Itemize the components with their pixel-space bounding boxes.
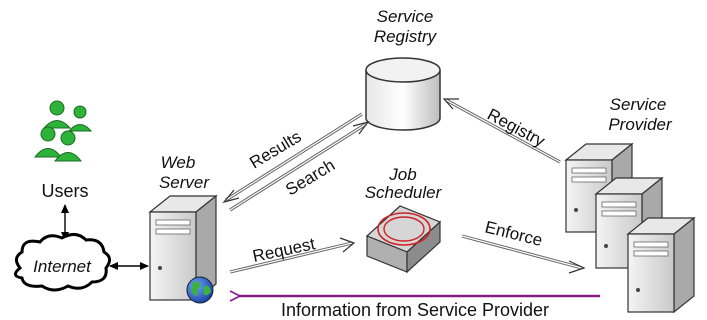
registry-arrow	[442, 98, 561, 164]
cloud-icon	[14, 233, 111, 292]
svg-text:Service: Service	[610, 95, 667, 114]
globe-icon	[186, 276, 214, 304]
results-arrow	[222, 112, 363, 204]
scheduler-icon	[365, 205, 442, 274]
internet-label: Internet	[33, 257, 92, 276]
info-label: Information from Service Provider	[281, 300, 549, 320]
registry-edge-label: Registry	[484, 105, 548, 151]
search-label: Search	[282, 155, 338, 199]
request-arrow	[229, 237, 356, 274]
database-icon	[365, 57, 441, 131]
enforce-arrow	[461, 234, 586, 274]
svg-text:Web: Web	[161, 153, 196, 172]
users-icon	[33, 100, 93, 162]
service-registry-label: Service Registry	[374, 7, 438, 46]
web-server-label: Web Server	[159, 153, 210, 192]
job-scheduler-label: Job Scheduler	[365, 165, 443, 202]
svg-text:Service: Service	[377, 7, 434, 26]
users-label: Users	[41, 181, 88, 201]
svg-text:Provider: Provider	[608, 115, 673, 134]
svg-text:Registry: Registry	[374, 27, 438, 46]
svg-text:Scheduler: Scheduler	[365, 183, 443, 202]
svg-text:Server: Server	[159, 173, 210, 192]
results-label: Results	[246, 127, 304, 172]
search-arrow	[229, 120, 370, 212]
request-label: Request	[251, 234, 317, 266]
service-provider-label: Service Provider	[608, 95, 673, 134]
provider-server-icon-3	[626, 216, 696, 314]
svg-text:Job: Job	[388, 165, 416, 184]
